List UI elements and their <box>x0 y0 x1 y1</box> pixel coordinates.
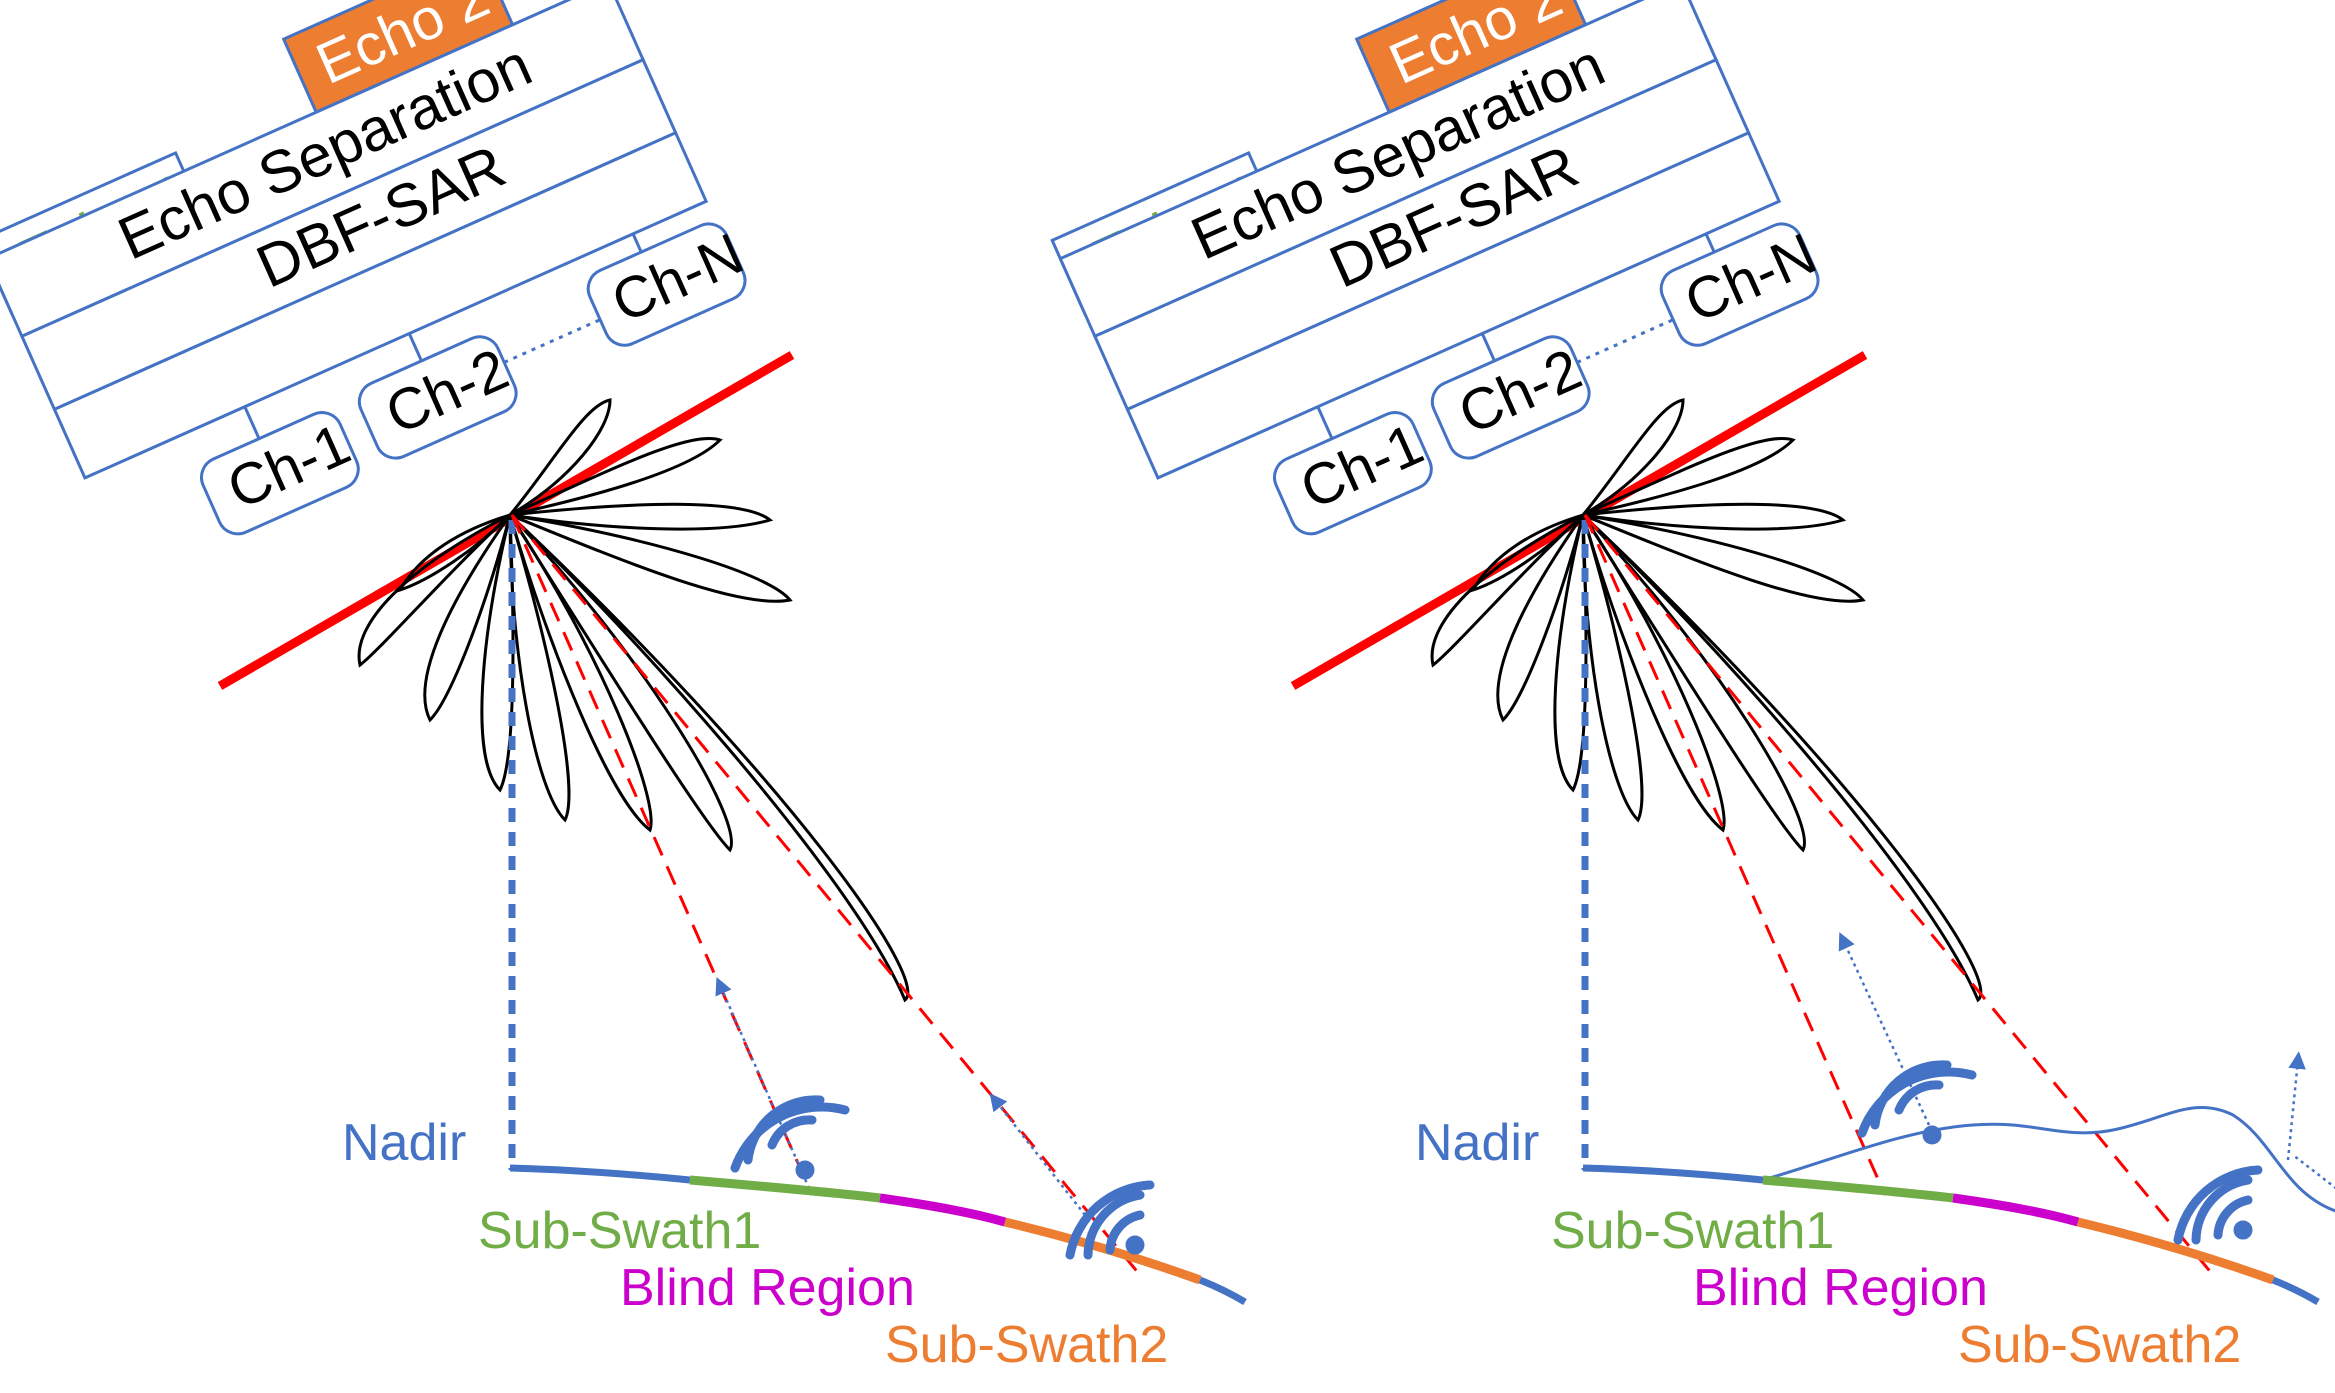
beam-pattern <box>1430 398 1983 1003</box>
sub-swath1-segment <box>689 1175 881 1203</box>
nadir-label: Nadir <box>1415 1114 1539 1172</box>
sub-swath1-segment <box>1762 1175 1954 1203</box>
processing-stack: Echo 1 Echo 2 Echo Separation DBF-SAR Ch… <box>0 0 753 536</box>
beam-ray-2 <box>510 514 1142 1276</box>
ground-near <box>1582 1164 1764 1184</box>
processing-stack: Echo 1 Echo 2 Echo Separation DBF-SAR Ch… <box>1050 0 1826 536</box>
scatter-icon-2 <box>1065 1180 1155 1260</box>
nadir-label: Nadir <box>342 1114 466 1172</box>
scatter-icon-2 <box>2173 1165 2263 1245</box>
channel-2-box <box>1430 335 1591 460</box>
channel-1-box <box>200 411 360 536</box>
channel-1-box <box>1273 411 1433 536</box>
beam-ray-1 <box>1583 514 1887 1196</box>
channel-combiner-box <box>52 130 709 480</box>
beam-ray-2 <box>1583 514 2215 1276</box>
beam-pattern <box>357 398 910 1003</box>
sub-swath2-segment <box>2076 1217 2275 1285</box>
panel-left: Echo 1 Echo 2 Echo Separation DBF-SAR Ch… <box>0 0 1247 1374</box>
ground-near <box>509 1164 691 1184</box>
ground-far <box>2271 1276 2320 1306</box>
beam-ray-1 <box>510 514 814 1196</box>
echo-return-arrow-2a <box>2292 1154 2335 1190</box>
terrain-profile <box>1762 1106 2335 1213</box>
echo-return-arrow-2 <box>2286 1051 2306 1161</box>
echo-return-arrow-1 <box>1838 932 1931 1126</box>
channel-2-box <box>357 335 518 460</box>
sub-swath2-segment <box>1003 1217 1202 1285</box>
channel-combiner-box <box>1125 130 1782 480</box>
blind-region-segment <box>879 1193 1007 1227</box>
blind-region-label: Blind Region <box>1693 1259 1988 1317</box>
echo-return-arrow-1 <box>715 976 814 1196</box>
scatter-icon-1 <box>730 1095 850 1180</box>
scatter-icon-1 <box>1857 1060 1977 1145</box>
sub-swath2-label: Sub-Swath2 <box>1958 1316 2241 1374</box>
ground-far <box>1198 1276 1247 1306</box>
echo-return-arrow-2 <box>989 1093 1086 1216</box>
sub-swath2-label: Sub-Swath2 <box>885 1316 1168 1374</box>
channel-n-box <box>1659 222 1820 347</box>
blind-region-segment <box>1952 1193 2080 1227</box>
channel-n-box <box>586 222 747 347</box>
panel-right: Echo 1 Echo 2 Echo Separation DBF-SAR Ch… <box>1050 0 2335 1374</box>
blind-region-label: Blind Region <box>620 1259 915 1317</box>
sub-swath1-label: Sub-Swath1 <box>478 1202 761 1260</box>
sub-swath1-label: Sub-Swath1 <box>1551 1202 1834 1260</box>
